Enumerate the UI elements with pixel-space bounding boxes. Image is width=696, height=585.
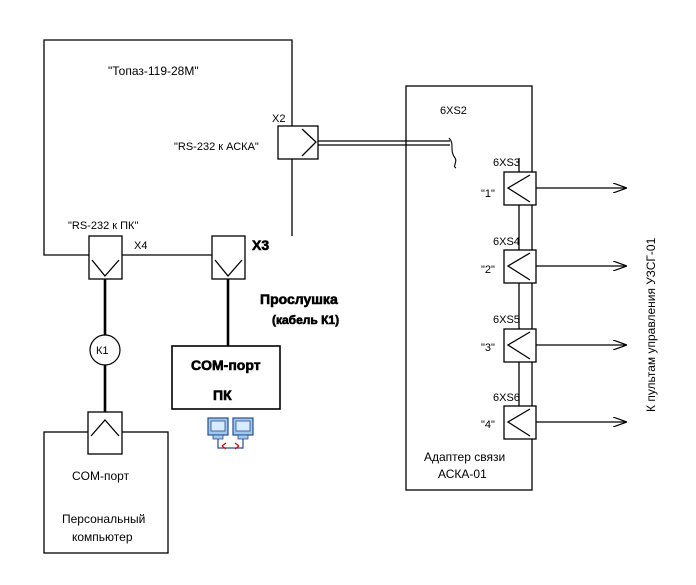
port-3-number: "3" <box>481 342 495 354</box>
port-1-number: "1" <box>481 188 495 200</box>
listening-subtitle: (кабель К1) <box>272 313 339 327</box>
adapter-box <box>405 85 533 491</box>
adapter-name-line2: АСКА-01 <box>438 467 487 481</box>
pc-name-line1: Персональный <box>62 512 145 526</box>
topaz-title: "Топаз-119-28М" <box>108 64 199 78</box>
k1-cable-marker: К1 <box>89 334 121 366</box>
x3-connector <box>211 235 246 280</box>
adapter-port-2: 6XS4 "2" <box>481 236 626 284</box>
com-pc-box: COM-порт ПК <box>171 345 281 410</box>
topaz-device-outline <box>43 39 293 256</box>
x4-label: X4 <box>134 240 147 252</box>
rs232-pc-label: "RS-232 к ПК" <box>68 220 138 232</box>
port-3-connector-label: 6XS5 <box>493 314 520 326</box>
x2-connector <box>277 125 319 160</box>
x4-connector <box>88 235 123 280</box>
pc-name-line2: компьютер <box>72 530 133 544</box>
adapter-port-3: 6XS5 "3" <box>481 314 626 363</box>
topaz-device: "Топаз-119-28М" X2 "RS-232 к АСКА" "RS-2… <box>43 39 293 256</box>
pc-port-label: COM-порт <box>72 469 130 483</box>
rs232-aska-label: "RS-232 к АСКА" <box>174 141 259 153</box>
adapter-aska: 6XS2 Адаптер связи АСКА-01 <box>405 85 533 491</box>
adapter-input-connector-label: 6XS2 <box>440 105 467 117</box>
com-pc-line1: COM-порт <box>191 357 261 373</box>
port-1-connector-label: 6XS3 <box>493 157 520 169</box>
computer-network-icon <box>207 417 254 450</box>
adapter-port-4: 6XS6 "4" <box>481 392 626 440</box>
listening-title: Прослушка <box>260 291 338 307</box>
com-pc-line2: ПК <box>213 387 232 403</box>
port-4-number: "4" <box>481 419 495 431</box>
k1-label: К1 <box>96 345 109 357</box>
port-2-number: "2" <box>481 264 495 276</box>
x3-label: X3 <box>252 237 269 253</box>
personal-computer: COM-порт Персональный компьютер <box>43 411 169 554</box>
side-label-control-panels: К пультам управления УЗСГ-01 <box>644 237 658 412</box>
port-4-connector-label: 6XS6 <box>493 392 520 404</box>
aska-cable <box>318 137 457 169</box>
port-2-connector-label: 6XS4 <box>493 236 520 248</box>
adapter-port-1: 6XS3 "1" <box>481 157 626 206</box>
adapter-name-line1: Адаптер связи <box>424 450 505 464</box>
x2-label: X2 <box>272 113 285 125</box>
